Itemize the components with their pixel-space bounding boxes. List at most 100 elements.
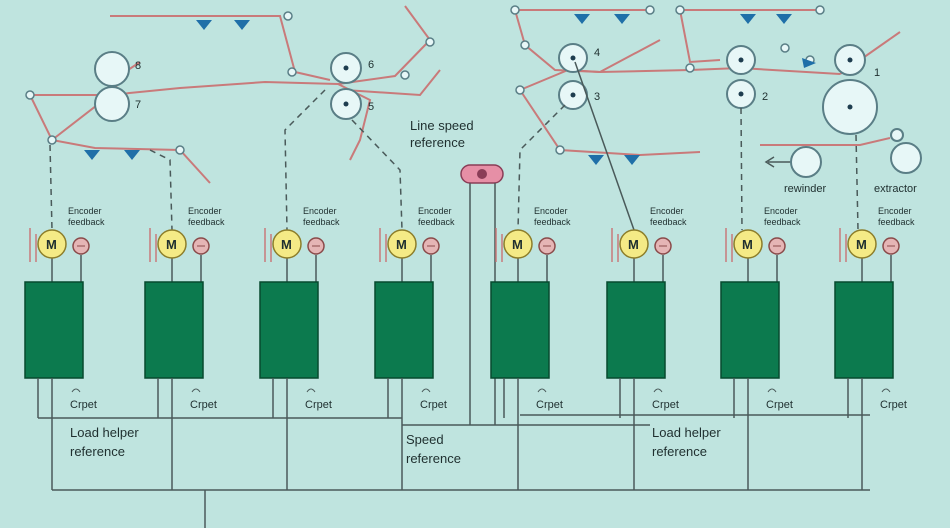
nozzle-icon [84, 150, 100, 160]
load-helper-right-line2: reference [652, 444, 707, 459]
motor-label: M [281, 237, 292, 252]
drive-cabinet [374, 281, 434, 379]
drive-cabinet [606, 281, 666, 379]
roll-center [738, 57, 744, 63]
web-segment [519, 39, 661, 91]
drive-cabinet [834, 281, 894, 379]
web-segment [30, 80, 339, 96]
extractor-small-roll [890, 128, 904, 142]
nozzle-icon [624, 155, 640, 165]
crpet-label: Crpet [652, 399, 679, 411]
encoder-label: feedback [68, 217, 105, 227]
motor-icon [503, 229, 533, 259]
encoder-label: Encoder [534, 206, 568, 216]
crpet-mark [71, 388, 81, 393]
roll-number: 3 [594, 91, 600, 103]
roll-number: 8 [135, 60, 141, 72]
encoder-label: feedback [764, 217, 801, 227]
motor-icon [272, 229, 302, 259]
line-speed-label-line1: Line speed [410, 118, 474, 133]
guide-roll [520, 40, 530, 50]
motor-icon [847, 229, 877, 259]
encoder-label: Encoder [68, 206, 102, 216]
rewinder-arrow [764, 156, 790, 168]
roll-center [570, 92, 576, 98]
motor-label: M [742, 237, 753, 252]
crpet-mark [421, 388, 431, 393]
shaft-link-solid [574, 61, 635, 231]
nozzle-icon [614, 14, 630, 24]
web-segment [679, 9, 721, 64]
load-helper-left-line1: Load helper [70, 425, 139, 440]
shaft-link [149, 149, 173, 231]
motor-label: M [396, 237, 407, 252]
drive-cabinet [144, 281, 204, 379]
roll-number: 7 [135, 99, 141, 111]
roll-center [847, 57, 853, 63]
crpet-mark [881, 388, 891, 393]
roll-center [738, 91, 744, 97]
arrow-head [764, 156, 775, 168]
guide-roll [685, 63, 695, 73]
guide-roll [47, 135, 57, 145]
crpet-mark [537, 388, 547, 393]
motor-icon [387, 229, 417, 259]
encoder-label: feedback [534, 217, 571, 227]
guide-roll [425, 37, 435, 47]
encoder-label: Encoder [650, 206, 684, 216]
roll-center [847, 104, 853, 110]
encoder-label: Encoder [303, 206, 337, 216]
motor-icon [157, 229, 187, 259]
motor-label: M [166, 237, 177, 252]
shaft-link [49, 144, 53, 231]
drive-cabinet [490, 281, 550, 379]
motor-icon [733, 229, 763, 259]
guide-roll [287, 67, 297, 77]
web-segment [519, 89, 701, 157]
encoder-label: Encoder [418, 206, 452, 216]
roll-number: 5 [368, 101, 374, 113]
web-segment [599, 66, 841, 75]
roll-center [343, 101, 349, 107]
drive-cabinet [720, 281, 780, 379]
load-helper-left-line2: reference [70, 444, 125, 459]
nozzle-icon [802, 58, 816, 68]
shaft-link [740, 107, 743, 231]
motor-label: M [46, 237, 57, 252]
motor-label: M [628, 237, 639, 252]
encoder-label: feedback [418, 217, 455, 227]
web-segment [337, 5, 432, 85]
guide-roll [555, 145, 565, 155]
guide-roll [815, 5, 825, 15]
encoder-label: Encoder [878, 206, 912, 216]
crpet-label: Crpet [305, 399, 332, 411]
crpet-label: Crpet [880, 399, 907, 411]
roll-center [570, 55, 576, 61]
guide-roll [25, 90, 35, 100]
motor-label: M [856, 237, 867, 252]
shaft-link [284, 89, 326, 231]
rewinder-label: rewinder [784, 183, 827, 195]
crpet-label: Crpet [70, 399, 97, 411]
knob-center-icon [477, 169, 487, 179]
roll-number: 1 [874, 67, 880, 79]
guide-roll [515, 85, 525, 95]
encoder-label: feedback [650, 217, 687, 227]
drive-cabinet [259, 281, 319, 379]
line-speed-label-line2: reference [410, 135, 465, 150]
guide-roll [283, 11, 293, 21]
extractor-roll [890, 142, 922, 174]
roll-number: 6 [368, 59, 374, 71]
extractor-label: extractor [874, 183, 917, 195]
load-helper-right-line1: Load helper [652, 425, 721, 440]
guide-roll [780, 43, 790, 53]
nozzle-icon [124, 150, 140, 160]
roll-number: 4 [594, 47, 600, 59]
encoder-label: feedback [188, 217, 225, 227]
nozzle-icon [776, 14, 792, 24]
motor-icon [619, 229, 649, 259]
